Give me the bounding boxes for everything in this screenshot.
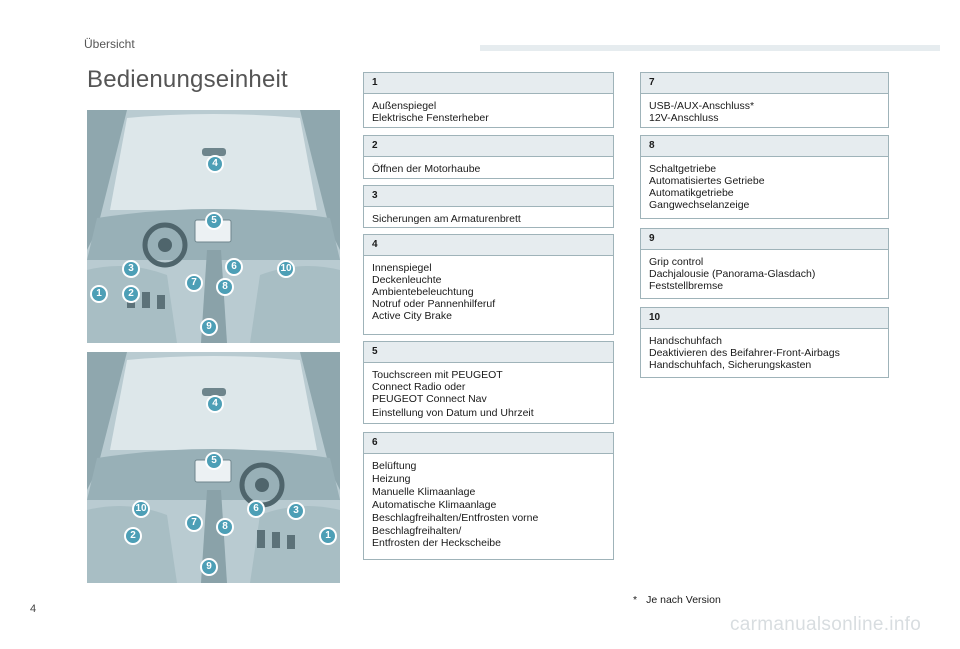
item-line: Heizung xyxy=(372,473,411,485)
dashboard-illustration-rhd: 4 5 10 6 3 7 8 2 1 9 xyxy=(87,352,340,583)
item-line: Sicherungen am Armaturenbrett xyxy=(372,213,521,225)
marker-8: 8 xyxy=(216,518,234,536)
marker-4: 4 xyxy=(206,155,224,173)
marker-6: 6 xyxy=(247,500,265,518)
item-number: 10 xyxy=(641,308,888,329)
item-line: Handschuhfach xyxy=(649,335,722,347)
item-line: Beschlagfreihalten/ xyxy=(372,525,462,537)
item-number: 8 xyxy=(641,136,888,157)
item-line: Deckenleuchte xyxy=(372,274,442,286)
item-box-9: 9 Grip control Dachjalousie (Panorama-Gl… xyxy=(640,228,889,299)
page-title: Bedienungseinheit xyxy=(87,66,288,93)
footnote: * Je nach Version xyxy=(633,594,721,606)
item-line: Belüftung xyxy=(372,460,417,472)
item-box-6: 6 Belüftung Heizung Manuelle Klimaanlage… xyxy=(363,432,614,560)
item-line: Dachjalousie (Panorama-Glasdach) xyxy=(649,268,816,280)
item-number: 4 xyxy=(364,235,613,256)
item-number: 7 xyxy=(641,73,888,94)
item-box-4: 4 Innenspiegel Deckenleuchte Ambientebel… xyxy=(363,234,614,335)
marker-2: 2 xyxy=(124,527,142,545)
item-line: Handschuhfach, Sicherungskasten xyxy=(649,359,812,371)
item-line: Automatisiertes Getriebe xyxy=(649,175,765,187)
footnote-text: Je nach Version xyxy=(646,594,721,606)
footnote-star: * xyxy=(633,594,638,606)
item-line: Feststellbremse xyxy=(649,280,724,292)
marker-3: 3 xyxy=(287,502,305,520)
dashboard-illustration-lhd: 4 5 3 6 10 7 8 1 2 9 xyxy=(87,110,340,343)
item-box-5: 5 Touchscreen mit PEUGEOT Connect Radio … xyxy=(363,341,614,424)
header-bar xyxy=(480,45,940,51)
item-line: USB-/AUX-Anschluss* xyxy=(649,100,755,112)
item-number: 6 xyxy=(364,433,613,454)
marker-5: 5 xyxy=(205,452,223,470)
item-line: 12V-Anschluss xyxy=(649,112,719,124)
item-box-1: 1 Außenspiegel Elektrische Fensterheber xyxy=(363,72,614,128)
watermark[interactable]: carmanualsonline.info xyxy=(730,614,922,635)
item-line: Schaltgetriebe xyxy=(649,163,717,175)
item-line: Gangwechselanzeige xyxy=(649,199,750,211)
marker-7: 7 xyxy=(185,514,203,532)
item-line: Active City Brake xyxy=(372,310,452,322)
marker-8: 8 xyxy=(216,278,234,296)
item-line: Notruf oder Pannenhilferuf xyxy=(372,298,496,310)
marker-1: 1 xyxy=(319,527,337,545)
item-line: Touchscreen mit PEUGEOT xyxy=(372,369,503,381)
item-number: 3 xyxy=(364,186,613,207)
item-line: Außenspiegel xyxy=(372,100,437,112)
item-line: Öffnen der Motorhaube xyxy=(372,163,481,175)
item-line: Entfrosten der Heckscheibe xyxy=(372,537,501,549)
marker-9: 9 xyxy=(200,318,218,336)
item-box-10: 10 Handschuhfach Deaktivieren des Beifah… xyxy=(640,307,889,378)
item-line: PEUGEOT Connect Nav xyxy=(372,393,487,405)
marker-6: 6 xyxy=(225,258,243,276)
marker-10: 10 xyxy=(277,260,295,278)
item-line: Einstellung von Datum und Uhrzeit xyxy=(372,407,534,419)
item-box-8: 8 Schaltgetriebe Automatisiertes Getrieb… xyxy=(640,135,889,219)
item-number: 5 xyxy=(364,342,613,363)
item-line: Deaktivieren des Beifahrer-Front-Airbags xyxy=(649,347,840,359)
item-line: Grip control xyxy=(649,256,704,268)
page-number: 4 xyxy=(30,603,37,615)
marker-2: 2 xyxy=(122,285,140,303)
item-line: Automatische Klimaanlage xyxy=(372,499,497,511)
item-number: 2 xyxy=(364,136,613,157)
marker-10: 10 xyxy=(132,500,150,518)
marker-9: 9 xyxy=(200,558,218,576)
marker-7: 7 xyxy=(185,274,203,292)
item-box-2: 2 Öffnen der Motorhaube xyxy=(363,135,614,179)
item-line: Elektrische Fensterheber xyxy=(372,112,489,124)
item-line: Innenspiegel xyxy=(372,262,432,274)
item-line: Connect Radio oder xyxy=(372,381,466,393)
marker-3: 3 xyxy=(122,260,140,278)
item-line: Automatikgetriebe xyxy=(649,187,734,199)
item-line: Ambientebeleuchtung xyxy=(372,286,474,298)
item-line: Beschlagfreihalten/Entfrosten vorne xyxy=(372,512,539,524)
item-number: 1 xyxy=(364,73,613,94)
marker-1: 1 xyxy=(90,285,108,303)
item-line: Manuelle Klimaanlage xyxy=(372,486,476,498)
marker-4: 4 xyxy=(206,395,224,413)
item-box-7: 7 USB-/AUX-Anschluss* 12V-Anschluss xyxy=(640,72,889,128)
section-label: Übersicht xyxy=(84,37,135,51)
item-box-3: 3 Sicherungen am Armaturenbrett xyxy=(363,185,614,228)
marker-5: 5 xyxy=(205,212,223,230)
item-number: 9 xyxy=(641,229,888,250)
